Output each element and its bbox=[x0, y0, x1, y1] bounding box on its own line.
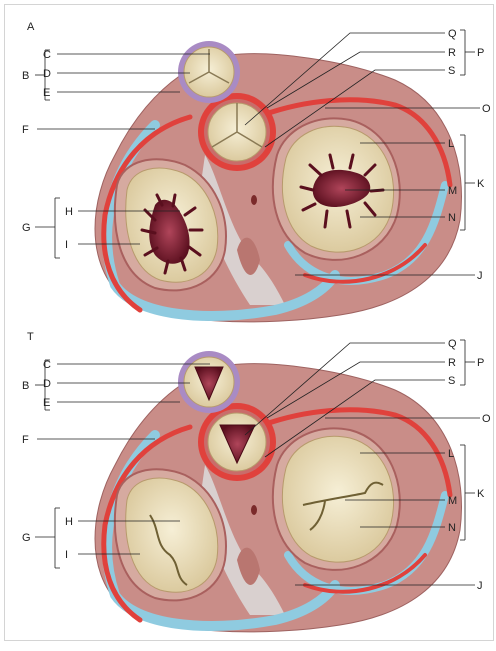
fibrous-trigone bbox=[251, 505, 257, 515]
label-e: E bbox=[43, 87, 50, 99]
label-b: B bbox=[22, 380, 29, 392]
label-j: J bbox=[477, 270, 483, 282]
panel-a: A B C D E F G H I Q R S P O L K M N J bbox=[22, 21, 491, 322]
panel-t: T B C D E F G H I Q R S P O L K M N J bbox=[22, 331, 491, 632]
label-q: Q bbox=[448, 338, 457, 350]
label-b: B bbox=[22, 70, 29, 82]
label-d: D bbox=[43, 68, 51, 80]
label-d: D bbox=[43, 378, 51, 390]
label-p: P bbox=[477, 357, 484, 369]
pulmonary-valve-open bbox=[178, 351, 240, 413]
aortic-valve-open bbox=[198, 403, 276, 481]
mitral-valve bbox=[273, 118, 400, 259]
label-g: G bbox=[22, 532, 31, 544]
label-p: P bbox=[477, 47, 484, 59]
label-m: M bbox=[448, 185, 457, 197]
label-k: K bbox=[477, 178, 485, 190]
label-i: I bbox=[65, 549, 68, 561]
heart-valve-diagram: A B C D E F G H I Q R S P O L K M N J bbox=[5, 5, 493, 640]
label-l: L bbox=[448, 138, 454, 150]
pulmonary-valve bbox=[178, 41, 240, 103]
label-l: L bbox=[448, 448, 454, 460]
label-f: F bbox=[22, 434, 29, 446]
label-n: N bbox=[448, 522, 456, 534]
figure-canvas: A B C D E F G H I Q R S P O L K M N J bbox=[4, 4, 494, 641]
label-k: K bbox=[477, 488, 485, 500]
panel-a-title: A bbox=[27, 21, 35, 33]
label-f: F bbox=[22, 124, 29, 136]
label-s: S bbox=[448, 65, 455, 77]
label-m: M bbox=[448, 495, 457, 507]
label-j: J bbox=[477, 580, 483, 592]
label-o: O bbox=[482, 413, 491, 425]
mitral-valve-closed bbox=[273, 428, 400, 569]
label-h: H bbox=[65, 516, 73, 528]
label-r: R bbox=[448, 47, 456, 59]
label-c: C bbox=[43, 359, 51, 371]
label-n: N bbox=[448, 212, 456, 224]
label-q: Q bbox=[448, 28, 457, 40]
label-h: H bbox=[65, 206, 73, 218]
label-i: I bbox=[65, 239, 68, 251]
fibrous-trigone bbox=[251, 195, 257, 205]
label-o: O bbox=[482, 103, 491, 115]
panel-t-title: T bbox=[27, 331, 34, 343]
label-g: G bbox=[22, 222, 31, 234]
label-e: E bbox=[43, 397, 50, 409]
label-s: S bbox=[448, 375, 455, 387]
label-c: C bbox=[43, 49, 51, 61]
label-r: R bbox=[448, 357, 456, 369]
aortic-valve bbox=[198, 93, 276, 171]
